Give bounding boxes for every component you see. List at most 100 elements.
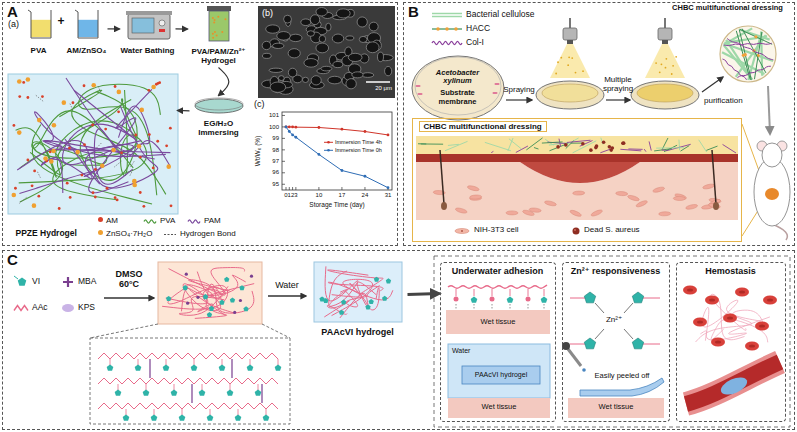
am-monomer	[114, 85, 117, 88]
node-label: Acetobacter xylinum	[426, 69, 490, 86]
hydrogel-slab	[462, 366, 540, 384]
data-line	[286, 127, 388, 188]
fibroblast-cell	[702, 183, 715, 190]
dead-bacterium	[589, 148, 593, 152]
am-monomer	[169, 127, 172, 130]
collagen-fiber	[737, 66, 771, 77]
hydrogen-bond	[96, 143, 102, 149]
process-step: EG/H₂O Immersing	[190, 96, 248, 140]
hair-follicle	[440, 150, 444, 204]
vi-unit	[115, 390, 122, 396]
dressing-fiber	[654, 149, 672, 151]
data-point	[387, 186, 390, 189]
am-monomer	[148, 133, 151, 136]
fibroblast-cell	[455, 207, 468, 214]
legend-label: Dead S. aureus	[584, 225, 640, 234]
network-box	[314, 262, 402, 322]
polymer-backbone	[98, 403, 278, 409]
legend-label: PAM	[204, 216, 221, 225]
bacterium	[416, 85, 421, 87]
dropper-body	[568, 349, 581, 366]
step-label: Spraying	[503, 86, 535, 95]
zinc-salt	[75, 150, 80, 155]
fibroblast-cell	[659, 212, 671, 216]
interaction-line	[510, 304, 511, 310]
zinc-salt	[37, 118, 42, 123]
water-bath-button	[159, 29, 165, 32]
legend-sample	[144, 220, 156, 223]
sem-pore	[307, 31, 314, 37]
red-blood-cell-center	[709, 298, 715, 301]
scab-layer	[416, 154, 738, 162]
dressing-fiber	[600, 148, 612, 152]
arrow	[768, 86, 770, 134]
water-bath-window	[132, 18, 154, 33]
am-monomer	[58, 207, 61, 210]
zinc-salt	[117, 90, 122, 95]
axis-tick-label: 0123	[284, 192, 297, 199]
polymer-chain	[17, 106, 158, 188]
collagen-fiber	[727, 38, 773, 59]
petri-dish-rim	[195, 98, 243, 110]
wound-bed	[520, 162, 640, 183]
legend-item: Immersion Time 4h	[335, 139, 382, 145]
am-monomer	[72, 101, 75, 104]
dressing-fiber	[526, 138, 542, 150]
flow-arrow	[219, 68, 229, 96]
axis-tick-label: 101	[269, 112, 279, 119]
hydrogen-bond	[19, 197, 26, 203]
plot-frame	[282, 112, 392, 190]
coordination-bond	[595, 329, 604, 339]
data-point	[285, 126, 288, 129]
scale-bar	[366, 81, 390, 83]
am-monomer	[117, 110, 120, 113]
legend-sample	[432, 13, 462, 15]
sem-pore	[346, 79, 356, 89]
carboxyl-group	[526, 297, 531, 302]
sem-pore	[269, 68, 283, 72]
vi-unit	[219, 300, 224, 305]
legend-sample	[573, 228, 580, 235]
bacterium	[418, 93, 423, 95]
zinc-salt	[52, 123, 57, 128]
dressing-fiber	[445, 141, 468, 150]
fibroblast-cell	[573, 191, 585, 195]
spray-droplet	[661, 63, 663, 65]
am-monomer	[22, 81, 25, 84]
zinc-salt	[91, 83, 96, 88]
sprayer-nozzle	[662, 40, 668, 44]
spray-droplet	[665, 67, 667, 69]
vi-unit	[171, 390, 178, 396]
dead-bacterium	[608, 145, 612, 149]
data-point	[288, 126, 291, 129]
dead-bacterium	[564, 143, 568, 147]
node-label: PVA	[31, 46, 47, 55]
interaction-line	[492, 304, 493, 310]
dressing-fiber	[644, 149, 646, 152]
vi-unit	[191, 365, 198, 371]
spray-droplet	[568, 56, 570, 58]
ion-label: Zn²⁺	[606, 316, 622, 325]
zinc-salt	[132, 183, 137, 188]
vi-unit	[382, 296, 387, 301]
am-monomer	[94, 168, 97, 171]
water-bath	[448, 344, 550, 398]
coordination-bond	[624, 329, 633, 339]
sem-pore	[277, 32, 291, 41]
axis-tick-label: 31	[385, 192, 392, 199]
spray-droplet	[659, 71, 661, 73]
vi-unit	[247, 365, 254, 371]
dressing-fiber	[723, 144, 736, 153]
coordination-bond	[595, 303, 604, 313]
data-point	[341, 169, 344, 172]
hydrogel-network: PAAcVI hydrogel	[308, 258, 408, 340]
vi-unit	[107, 365, 114, 371]
vi-unit	[230, 298, 235, 303]
zinc-salt	[166, 164, 171, 169]
polymer-chain	[328, 270, 384, 295]
legend-item: PAM	[204, 217, 221, 226]
legend-sample	[327, 141, 330, 144]
vi-unit	[235, 415, 242, 421]
vi-unit	[386, 278, 391, 283]
legend-item: Bacterial cellulose	[466, 10, 535, 19]
